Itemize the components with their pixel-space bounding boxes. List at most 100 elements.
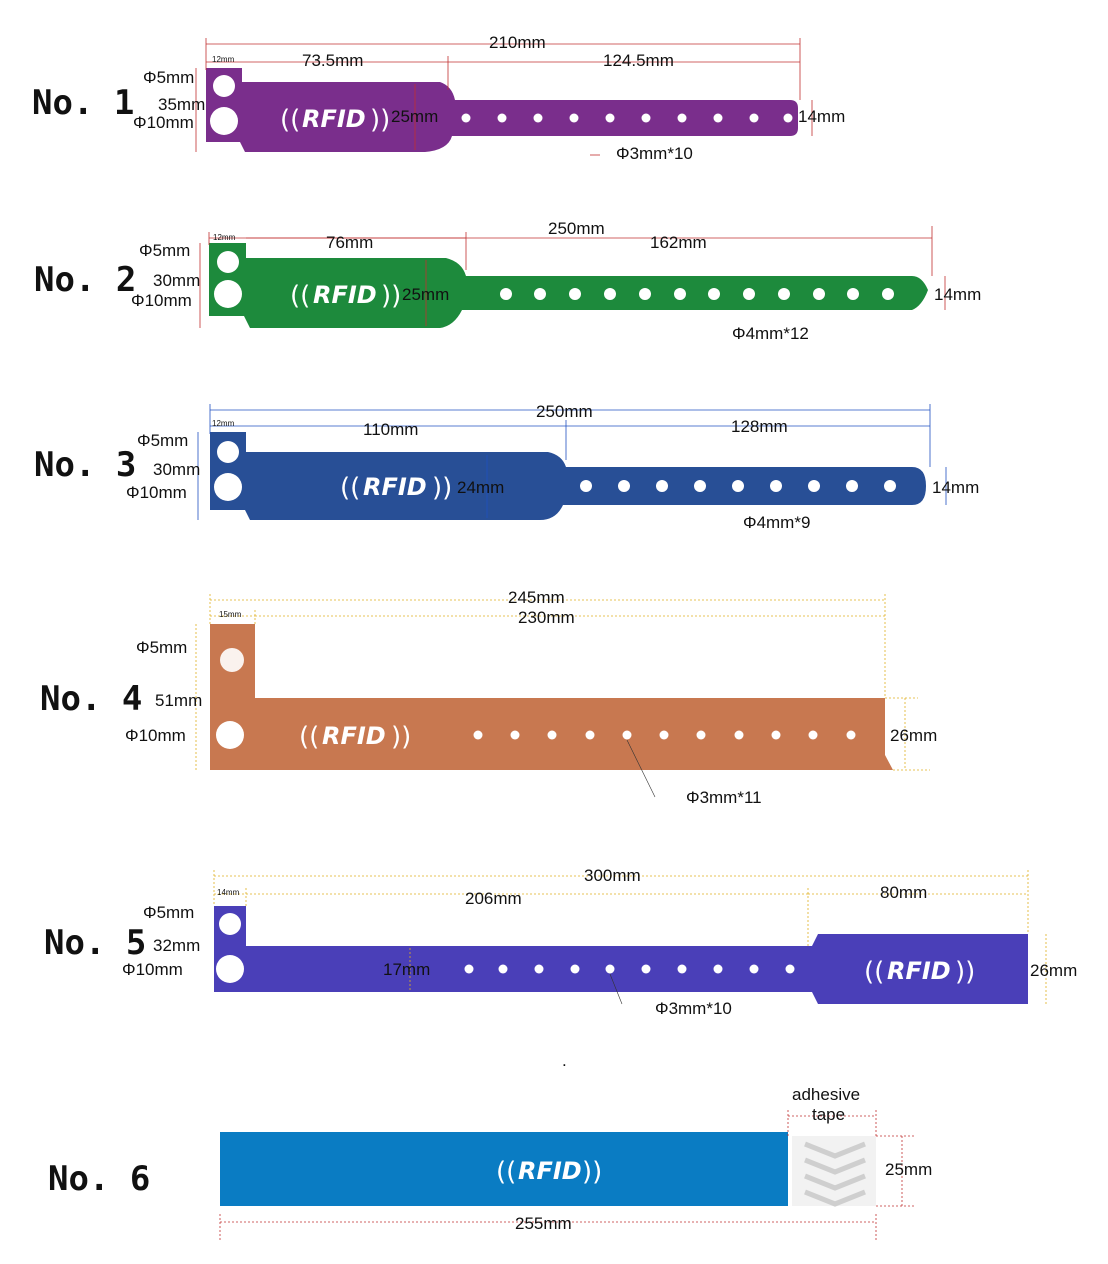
big-hole-size: Φ10mm bbox=[131, 291, 192, 310]
head-length: 110mm bbox=[363, 420, 418, 439]
svg-text:)): )) bbox=[582, 1157, 602, 1187]
big-hole bbox=[214, 473, 242, 501]
small-hole-size: Φ5mm bbox=[137, 431, 188, 450]
head-height: 25mm bbox=[391, 107, 438, 126]
band-body bbox=[206, 68, 798, 152]
big-hole-size: Φ10mm bbox=[126, 483, 187, 502]
total-length: 245mm bbox=[508, 588, 565, 607]
big-hole bbox=[210, 107, 238, 135]
band-5: No. 5 (( RFID )) 300mm 14mm 206mm bbox=[44, 866, 1077, 1018]
head-height: 24mm bbox=[457, 478, 504, 497]
svg-text:((: (( bbox=[864, 957, 884, 987]
strap-height: 26mm bbox=[1030, 961, 1077, 980]
band-body bbox=[214, 906, 1028, 1004]
rfid-logo: (( RFID )) bbox=[299, 722, 411, 752]
svg-text:RFID: RFID bbox=[322, 722, 386, 750]
tab-height: 35mm bbox=[158, 95, 205, 114]
strap-holes bbox=[580, 480, 896, 492]
tab-width: 15mm bbox=[219, 610, 242, 619]
small-hole-size: Φ5mm bbox=[136, 638, 187, 657]
hole-spec: Φ4mm*12 bbox=[732, 324, 809, 343]
strap-height: 14mm bbox=[934, 285, 981, 304]
tape-label-line-2: tape bbox=[812, 1105, 845, 1124]
tab-width: 12mm bbox=[212, 419, 235, 428]
rfid-logo: (( RFID )) bbox=[280, 105, 390, 135]
band-4: No. 4 (( RFID )) 245mm 230mm bbox=[40, 588, 937, 807]
band-label: No. 1 bbox=[32, 83, 134, 123]
tab-height: 30mm bbox=[153, 271, 200, 290]
big-hole-size: Φ10mm bbox=[133, 113, 194, 132]
strap-length: 124.5mm bbox=[603, 51, 674, 70]
rfid-logo: (( RFID )) bbox=[340, 473, 452, 503]
rfid-logo: (( RFID )) bbox=[864, 957, 975, 987]
strap-length: 80mm bbox=[880, 883, 927, 902]
tape-label-line-1: adhesive bbox=[792, 1085, 860, 1104]
band-label: No. 3 bbox=[34, 445, 136, 485]
tab-height: 32mm bbox=[153, 936, 200, 955]
strap-length: 128mm bbox=[731, 417, 788, 436]
svg-text:)): )) bbox=[432, 473, 452, 503]
head-height: 25mm bbox=[402, 285, 449, 304]
band-6: No. 6 (( RFID )) adhesive tape 25mm 255m… bbox=[48, 1085, 932, 1240]
svg-text:RFID: RFID bbox=[302, 105, 366, 133]
strap-height: 14mm bbox=[798, 107, 845, 126]
band-2: No. 2 (( RFID )) 250mm 12mm 76mm 162m bbox=[34, 219, 981, 343]
strap-length: 162mm bbox=[650, 233, 707, 252]
svg-text:)): )) bbox=[370, 105, 390, 135]
small-hole-size: Φ5mm bbox=[143, 68, 194, 87]
stray-dot: . bbox=[562, 1051, 567, 1070]
svg-text:RFID: RFID bbox=[363, 473, 427, 501]
head-length: 76mm bbox=[326, 233, 373, 252]
band-label: No. 5 bbox=[44, 923, 146, 963]
svg-text:RFID: RFID bbox=[313, 281, 377, 309]
total-length: 255mm bbox=[515, 1214, 572, 1233]
big-hole-size: Φ10mm bbox=[125, 726, 186, 745]
inner-length: 230mm bbox=[518, 608, 575, 627]
svg-text:((: (( bbox=[340, 473, 360, 503]
big-hole bbox=[214, 280, 242, 308]
big-hole bbox=[216, 955, 244, 983]
small-hole-size: Φ5mm bbox=[143, 903, 194, 922]
hole-spec: Φ4mm*9 bbox=[743, 513, 810, 532]
svg-text:)): )) bbox=[955, 957, 975, 987]
band-body bbox=[209, 243, 928, 328]
strap-holes bbox=[464, 964, 795, 974]
strap-holes bbox=[461, 113, 793, 123]
svg-text:((: (( bbox=[496, 1157, 516, 1187]
total-length: 300mm bbox=[584, 866, 641, 885]
head-length: 206mm bbox=[465, 889, 522, 908]
small-hole-size: Φ5mm bbox=[139, 241, 190, 260]
tab-width: 12mm bbox=[213, 233, 236, 242]
small-hole bbox=[220, 648, 244, 672]
small-hole bbox=[217, 251, 239, 273]
band-body bbox=[210, 624, 893, 770]
svg-text:((: (( bbox=[299, 722, 319, 752]
strap-height: 25mm bbox=[885, 1160, 932, 1179]
svg-text:)): )) bbox=[381, 281, 401, 311]
band-label: No. 4 bbox=[40, 679, 142, 719]
rfid-logo: (( RFID )) bbox=[496, 1157, 602, 1187]
small-hole bbox=[219, 913, 241, 935]
small-hole bbox=[213, 75, 235, 97]
hole-spec: Φ3mm*10 bbox=[655, 999, 732, 1018]
strap-height: 26mm bbox=[890, 726, 937, 745]
big-hole bbox=[216, 721, 244, 749]
tab-width: 14mm bbox=[217, 888, 240, 897]
total-length: 210mm bbox=[489, 33, 546, 52]
strap-holes bbox=[500, 288, 894, 300]
band-label: No. 6 bbox=[48, 1159, 150, 1199]
svg-text:)): )) bbox=[391, 722, 411, 752]
tab-height: 30mm bbox=[153, 460, 200, 479]
band-body bbox=[220, 1132, 788, 1206]
svg-text:RFID: RFID bbox=[518, 1157, 582, 1185]
tab-width: 12mm bbox=[212, 55, 235, 64]
hole-spec: Φ3mm*11 bbox=[686, 788, 762, 807]
hole-spec: Φ3mm*10 bbox=[616, 144, 693, 163]
total-length: 250mm bbox=[548, 219, 605, 238]
strap-height: 14mm bbox=[932, 478, 979, 497]
svg-text:((: (( bbox=[290, 281, 310, 311]
big-hole-size: Φ10mm bbox=[122, 960, 183, 979]
rfid-logo: (( RFID )) bbox=[290, 281, 401, 311]
adhesive-tape-area bbox=[792, 1136, 876, 1207]
svg-text:RFID: RFID bbox=[887, 957, 951, 985]
